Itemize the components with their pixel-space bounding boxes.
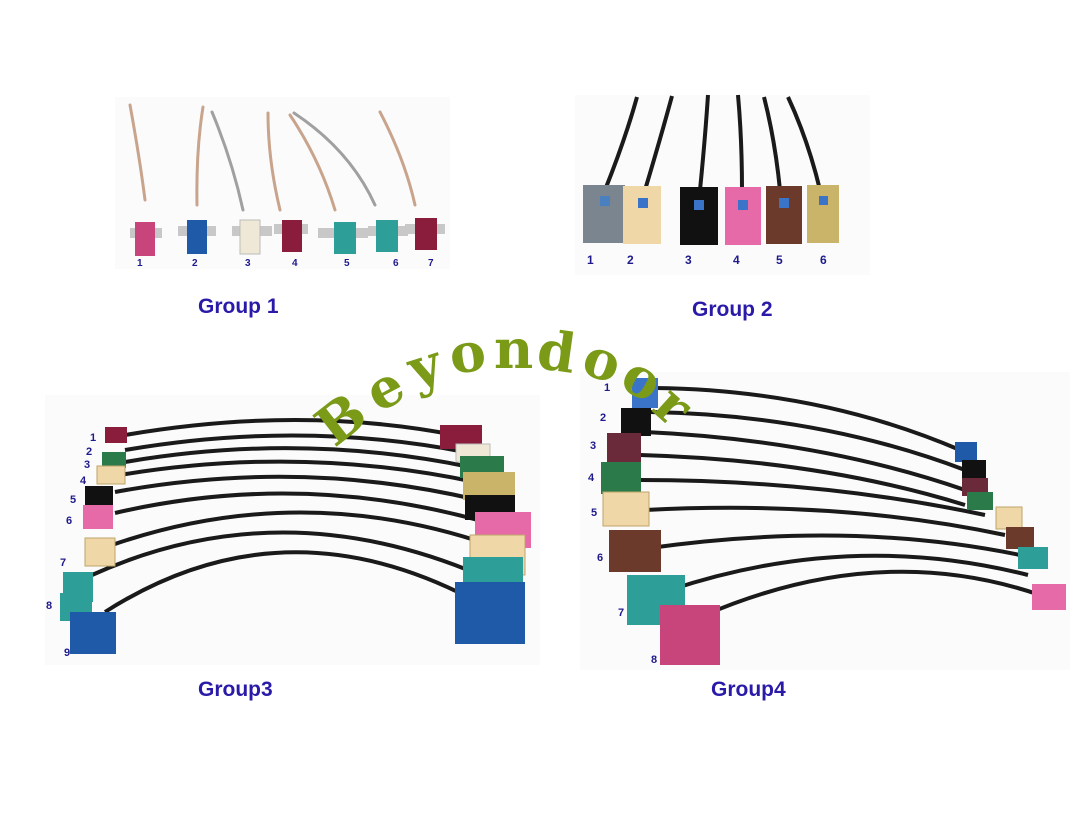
g1-num-7: 7 [428, 258, 434, 269]
watermark-letter-6: d [533, 317, 579, 386]
g1-num-4: 4 [292, 258, 298, 269]
g4-num-4: 4 [588, 472, 595, 484]
g3-num-9: 9 [64, 647, 70, 659]
g2-num-5: 5 [776, 253, 783, 267]
g1-num-6: 6 [393, 258, 399, 269]
group-4-numbers: 1 2 3 4 5 6 7 8 [588, 382, 657, 666]
g3-num-5: 5 [70, 494, 76, 506]
group-1-cables [128, 103, 417, 212]
g1-num-3: 3 [245, 258, 251, 269]
watermark-beyondoor: B e y o n d o o r [303, 317, 706, 458]
group-3-numbers: 1 2 3 4 5 6 7 8 9 [46, 432, 96, 659]
g2-num-1: 1 [587, 253, 594, 267]
group-1-numbers: 1 2 3 4 5 6 7 [137, 258, 434, 269]
group-4-caption: Group4 [711, 678, 786, 701]
g2-num-2: 2 [627, 253, 634, 267]
g1-num-2: 2 [192, 258, 198, 269]
g3-num-7: 7 [60, 557, 66, 569]
g1-num-1: 1 [137, 258, 143, 269]
group-1-caption: Group 1 [198, 295, 279, 318]
group-2-cables [603, 94, 822, 191]
g4-num-3: 3 [590, 440, 596, 452]
g2-num-3: 3 [685, 253, 692, 267]
g4-num-7: 7 [618, 607, 624, 619]
g3-num-2: 2 [86, 446, 92, 458]
watermark-letter-5: n [494, 317, 533, 381]
group-4-cables [639, 386, 1041, 617]
g4-num-5: 5 [591, 507, 597, 519]
group-1-connectors [130, 218, 445, 256]
g3-num-1: 1 [90, 432, 96, 444]
g3-num-6: 6 [66, 515, 72, 527]
group-2-connectors [583, 185, 839, 245]
g4-num-2: 2 [600, 412, 606, 424]
g3-num-4: 4 [80, 475, 87, 487]
group-3-caption: Group3 [198, 678, 273, 701]
group-2-numbers: 1 2 3 4 5 6 [587, 253, 827, 267]
g4-num-6: 6 [597, 552, 603, 564]
group-3-right-connectors [440, 425, 531, 644]
group-4-right-connectors [955, 442, 1066, 610]
g4-num-8: 8 [651, 654, 657, 666]
g3-num-3: 3 [84, 459, 90, 471]
g1-num-5: 5 [344, 258, 350, 269]
group-3-left-connectors [60, 427, 127, 654]
g3-num-8: 8 [46, 600, 52, 612]
g2-num-6: 6 [820, 253, 827, 267]
g2-num-4: 4 [733, 253, 740, 267]
watermark-letter-3: y [399, 330, 451, 401]
group-2-caption: Group 2 [692, 298, 773, 321]
g4-num-1: 1 [604, 382, 610, 394]
group-4-left-connectors [601, 378, 720, 665]
watermark-letter-4: o [445, 318, 490, 386]
group-3-cables [91, 418, 491, 614]
